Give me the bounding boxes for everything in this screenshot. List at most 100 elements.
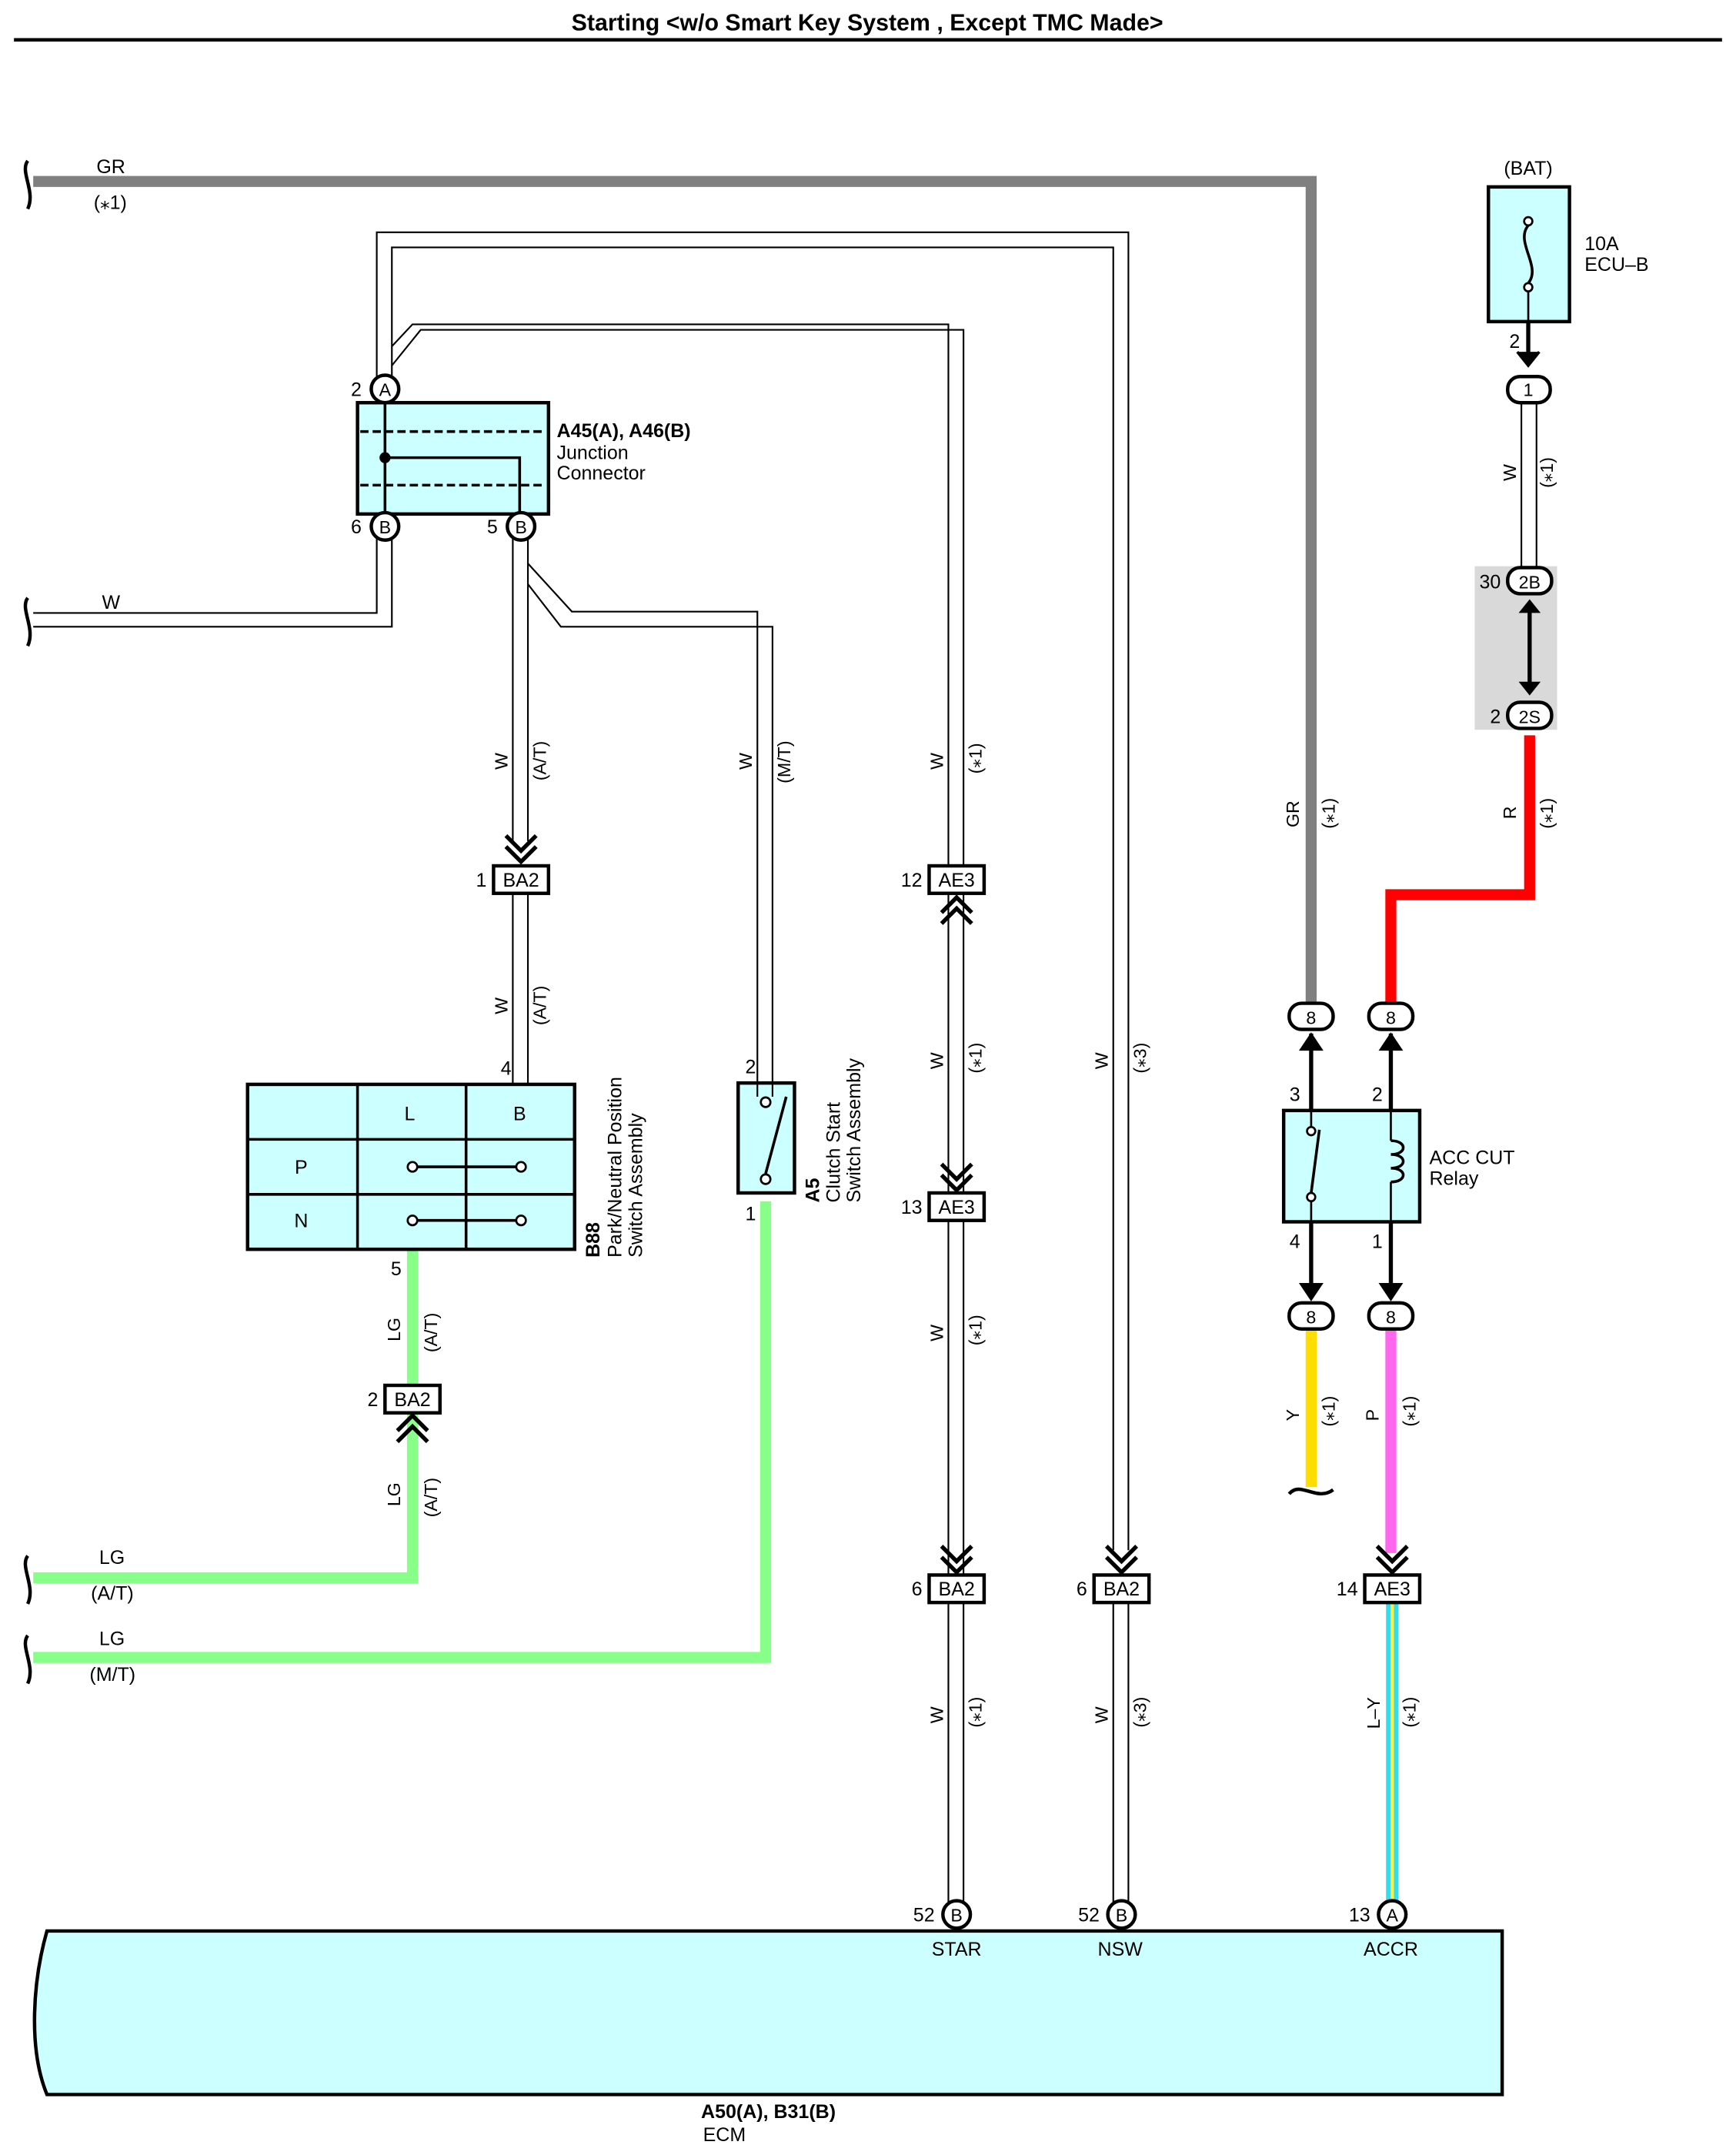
ecm-pin-nsw: B 52 NSW (1078, 1899, 1143, 1960)
connector-ae3-12: AE3 12 (901, 864, 987, 895)
acc-cut-relay (1281, 1108, 1422, 1224)
connector-ae3-14-num: 14 (1337, 1579, 1358, 1600)
lbl-lg-2: LG (384, 1482, 404, 1506)
lbl-r: R (1500, 807, 1520, 820)
connector-ae3-14: AE3 14 (1337, 1573, 1422, 1605)
ecm-name: ECM (703, 2124, 746, 2146)
lbl-w-at-1: W (491, 753, 511, 770)
lbl-w-n1-b: W (926, 1052, 946, 1069)
clutch-start-switch (736, 1081, 796, 1195)
ecm-code: A50(A), B31(B) (701, 2101, 836, 2123)
relay-pin-4: 4 (1290, 1231, 1300, 1252)
fuse-rating: 10A (1584, 233, 1619, 255)
connector-ba2-6-nsw: BA2 6 (1077, 1573, 1151, 1605)
lbl-w-n1-d: W (926, 1706, 946, 1723)
lbl-n1-c: (⁎1) (965, 1315, 985, 1345)
connector-ba2-6-nsw-label: BA2 (1103, 1579, 1140, 1600)
lbl-at-3: (A/T) (421, 1313, 441, 1353)
ecm-box (32, 1929, 1504, 2097)
lbl-lg-1: LG (384, 1318, 404, 1341)
lbl-p: P (1362, 1409, 1382, 1421)
ecm-pin-accr-num: 13 (1349, 1904, 1370, 1926)
ecm-pin-accr: A 13 ACCR (1349, 1899, 1418, 1960)
fuse-block-pin-2b: 2B 30 (1480, 566, 1554, 596)
lbl-ly: L–Y (1364, 1697, 1384, 1729)
junction-pin-a-num: 2 (351, 379, 362, 400)
relay-name-1: ACC CUT (1429, 1148, 1514, 1169)
relay-conn-tr-label: 8 (1386, 1007, 1396, 1027)
connector-ba2-1-label: BA2 (502, 870, 539, 891)
lbl-at-2: (A/T) (529, 986, 549, 1026)
fuse-connector-1-label: 1 (1524, 379, 1534, 399)
junction-name-2: Connector (557, 463, 646, 484)
left-lg-mt-label: LG (99, 1629, 125, 1650)
lbl-n1-r: (⁎1) (1537, 798, 1557, 829)
lbl-n1-ly: (⁎1) (1400, 1697, 1420, 1728)
clutch-name-1: Clutch Start (823, 1102, 844, 1203)
fuse-name: ECU–B (1584, 254, 1648, 276)
connector-ae3-13: AE3 13 (901, 1191, 987, 1222)
lbl-n3-b: (⁎3) (1130, 1697, 1150, 1728)
wire-lg-at (33, 1412, 419, 1584)
relay-top-connector-right: 8 (1367, 1001, 1415, 1031)
wire-lg-mt (33, 1201, 772, 1663)
lbl-gr: GR (1283, 800, 1303, 827)
junction-pin-b5: B 5 (487, 510, 537, 543)
connector-ae3-14-label: AE3 (1374, 1579, 1410, 1600)
connector-ba2-6-star: BA2 6 (912, 1573, 987, 1605)
lbl-w-mt: W (736, 753, 756, 770)
park-col-l: L (405, 1103, 416, 1124)
clutch-pin-top: 2 (746, 1057, 756, 1078)
fuse-block-pin-2s-label: 2S (1519, 707, 1541, 727)
ecm-pin-star-num: 52 (913, 1904, 935, 1926)
park-row-n: N (294, 1211, 308, 1232)
junction-pin-b6-letter: B (379, 517, 391, 537)
ecm-pin-star-letter: B (950, 1905, 962, 1925)
lbl-n3-a: (⁎3) (1130, 1043, 1150, 1074)
diagram-title: Starting <w/o Smart Key System , Except … (572, 10, 1163, 35)
ecm-pin-nsw-label: NSW (1098, 1939, 1143, 1960)
connector-ae3-13-num: 13 (901, 1197, 923, 1218)
white-wires (33, 231, 1537, 1903)
lbl-w-at-2: W (491, 997, 511, 1014)
left-w-label: W (102, 592, 120, 613)
ecm-pin-accr-letter: A (1387, 1905, 1399, 1925)
left-gr-note: (⁎1) (94, 192, 127, 213)
fuse-connector-1: 1 (1506, 375, 1552, 405)
fuse-pin: 2 (1509, 331, 1520, 352)
relay-conn-br-label: 8 (1386, 1308, 1396, 1328)
lbl-n1-fuse: (⁎1) (1537, 457, 1557, 488)
lbl-n1-gr: (⁎1) (1318, 798, 1338, 829)
left-gr-label: GR (96, 156, 125, 178)
park-neutral-switch (245, 1082, 576, 1251)
connector-ba2-6-nsw-num: 6 (1077, 1579, 1087, 1600)
lbl-n1-d: (⁎1) (965, 1697, 985, 1728)
wire-break-symbols (23, 159, 1334, 1685)
left-lg-at-label: LG (99, 1547, 125, 1569)
ecm-pin-nsw-letter: B (1116, 1905, 1127, 1925)
park-row-p: P (295, 1157, 308, 1178)
relay-conn-bl-label: 8 (1306, 1308, 1316, 1328)
connector-ba2-2: BA2 2 (367, 1383, 442, 1415)
wire-gr (33, 175, 1317, 1007)
fuse-block-pin-2b-label: 2B (1519, 572, 1541, 592)
lbl-w-n3-b: W (1092, 1706, 1112, 1723)
relay-top-connector-left: 8 (1287, 1001, 1335, 1031)
lbl-w-fuse: W (1500, 464, 1520, 481)
lbl-n1-y: (⁎1) (1318, 1396, 1338, 1427)
fuse-block-pin-2s-num: 2 (1490, 706, 1501, 727)
connector-ba2-6-star-num: 6 (912, 1579, 923, 1600)
lbl-n1-p: (⁎1) (1400, 1396, 1420, 1427)
junction-pin-b6-num: 6 (351, 516, 362, 538)
relay-pin-2: 2 (1372, 1084, 1383, 1105)
junction-pin-a-letter: A (379, 379, 392, 399)
junction-code: A45(A), A46(B) (557, 420, 691, 442)
lbl-at-4: (A/T) (421, 1478, 441, 1518)
clutch-code: A5 (803, 1178, 824, 1202)
junction-connector (356, 400, 551, 516)
park-pin-top: 4 (501, 1057, 512, 1079)
park-col-b: B (513, 1103, 526, 1124)
wire-r (1385, 735, 1535, 1007)
connector-ba2-2-label: BA2 (394, 1389, 430, 1411)
